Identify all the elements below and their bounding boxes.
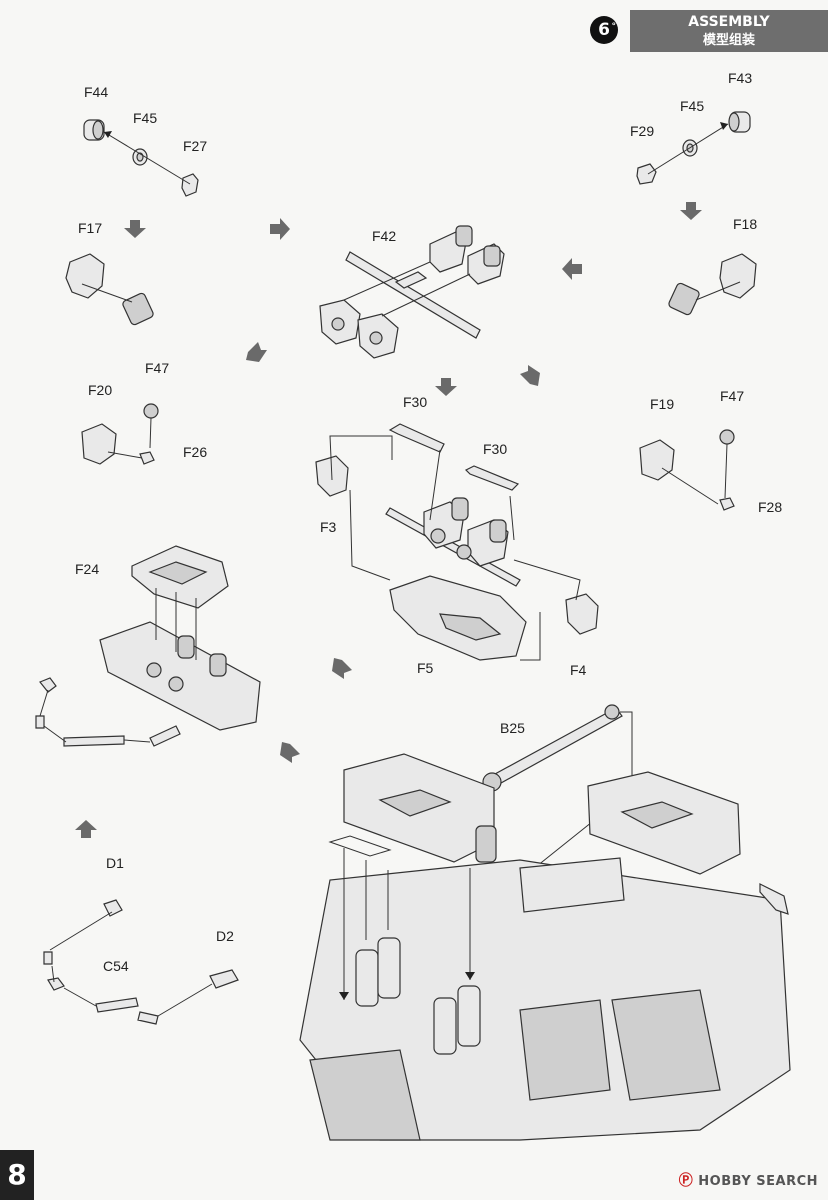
- label-f5: F5: [417, 660, 434, 676]
- part-steering-arm: [328, 835, 392, 857]
- header-title-zh: 模型组装: [702, 33, 755, 48]
- flow-arrow-up: [75, 820, 97, 838]
- label-f42: F42: [372, 228, 397, 244]
- leader-line: [349, 489, 391, 581]
- part-f5-bracket: [389, 575, 527, 661]
- label-f17: F17: [78, 220, 103, 236]
- part-rear-suspension-assembly: [587, 771, 789, 915]
- label-b25: B25: [500, 720, 525, 736]
- flow-arrow-right: [270, 218, 290, 240]
- label-f24: F24: [75, 561, 100, 577]
- label-f3: F3: [320, 519, 337, 535]
- label-f43: F43: [728, 70, 753, 86]
- part-f17-knuckle: [65, 253, 154, 326]
- flow-arrow-down: [124, 220, 146, 238]
- part-front-suspension-assembly: [343, 753, 497, 863]
- leader-line: [155, 588, 197, 660]
- leader-line: [513, 559, 581, 601]
- watermark-text: HOBBY SEARCH: [698, 1174, 818, 1189]
- flow-arrow-left: [562, 258, 582, 280]
- header-band: ASSEMBLY 模型组装: [630, 10, 828, 52]
- label-f30-lower: F30: [483, 441, 508, 457]
- part-f29: [636, 163, 657, 185]
- part-f43-bushing: [728, 111, 751, 133]
- label-f18: F18: [733, 216, 758, 232]
- part-f4-knuckle: [565, 593, 599, 635]
- part-d2: [209, 969, 239, 989]
- part-f44-bushing: [83, 119, 105, 141]
- part-b25-driveshaft: [482, 704, 633, 887]
- part-f24-housing: [131, 545, 229, 609]
- leader-line: [647, 123, 729, 175]
- part-f42-axle: [319, 225, 505, 359]
- flow-arrow-down: [435, 378, 457, 396]
- leader-line: [103, 131, 191, 185]
- part-front-axle-assembly: [99, 621, 261, 731]
- label-f30-upper: F30: [403, 394, 428, 410]
- part-steering-linkage: [35, 677, 181, 747]
- part-chassis-hull: [299, 857, 791, 1141]
- part-f27: [181, 173, 199, 197]
- arrowhead: [465, 972, 475, 980]
- label-f29: F29: [630, 123, 655, 139]
- part-d1: [103, 899, 123, 917]
- label-f20: F20: [88, 382, 113, 398]
- leader-line: [509, 495, 515, 541]
- part-c54-linkage: [43, 911, 213, 1025]
- label-f47-right: F47: [720, 388, 745, 404]
- arrowhead: [339, 992, 349, 1000]
- step-number: 6: [598, 20, 610, 40]
- part-axle-assembly: [385, 497, 521, 587]
- label-f26: F26: [183, 444, 208, 460]
- flow-arrow: [332, 658, 352, 679]
- arrowhead: [104, 131, 112, 138]
- part-f45-left: [132, 148, 148, 166]
- label-f45-left: F45: [133, 110, 158, 126]
- leader-line: [343, 848, 471, 1000]
- leader-line: [429, 449, 441, 521]
- step-mark: °: [611, 22, 617, 32]
- label-f27: F27: [183, 138, 208, 154]
- header-title-en: ASSEMBLY: [688, 14, 770, 30]
- watermark: Ⓟ HOBBY SEARCH: [679, 1170, 818, 1190]
- leader-line: [520, 612, 541, 661]
- flow-arrow: [280, 742, 300, 763]
- label-f45-right: F45: [680, 98, 705, 114]
- arrowhead: [720, 122, 728, 130]
- part-coil-springs: [355, 937, 481, 1055]
- part-f19-knuckle: [639, 429, 735, 511]
- label-f47-left: F47: [145, 360, 170, 376]
- label-d1: D1: [106, 855, 124, 871]
- label-f44: F44: [84, 84, 109, 100]
- flow-arrow-down: [680, 202, 702, 220]
- hobby-search-logo-icon: Ⓟ: [678, 1173, 694, 1189]
- label-d2: D2: [216, 928, 234, 944]
- flow-arrow: [246, 342, 267, 362]
- label-f4: F4: [570, 662, 587, 678]
- part-f30-upper: [388, 423, 520, 491]
- label-c54: C54: [103, 958, 129, 974]
- page-number: 8: [0, 1150, 34, 1200]
- leader-line: [329, 435, 393, 481]
- flow-arrow: [520, 365, 540, 386]
- label-f19: F19: [650, 396, 675, 412]
- part-f18-knuckle: [668, 253, 757, 316]
- label-f28: F28: [758, 499, 783, 515]
- part-f20-knuckle: [81, 403, 159, 465]
- step-number-badge: 6°: [590, 16, 618, 44]
